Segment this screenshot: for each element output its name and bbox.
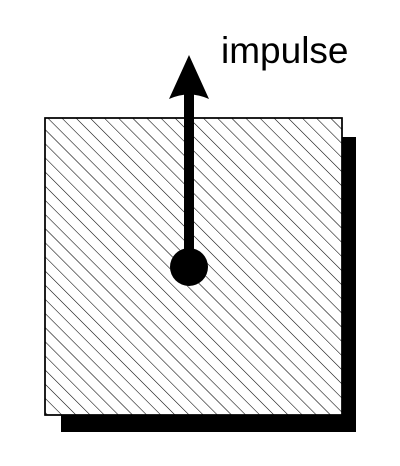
impulse-label: impulse — [221, 30, 349, 71]
up-arrow-icon — [169, 55, 209, 99]
application-point — [170, 248, 208, 286]
impulse-arrow-shaft — [184, 92, 194, 267]
